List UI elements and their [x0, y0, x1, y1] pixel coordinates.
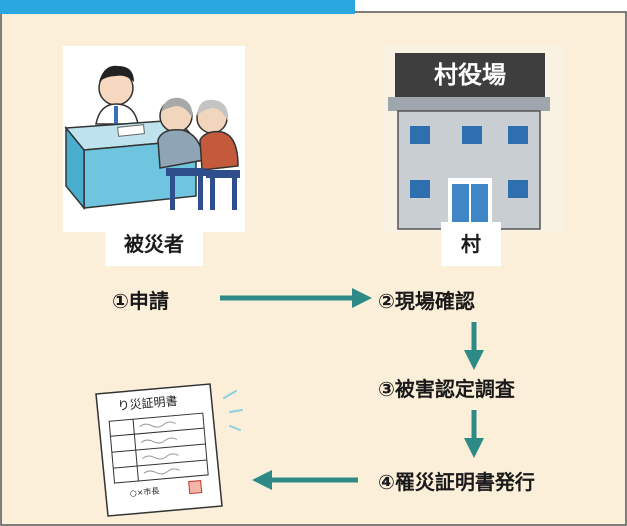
- victim-illustration: [63, 46, 245, 232]
- village-label: 村: [441, 222, 501, 266]
- header-bar: [0, 0, 355, 14]
- certificate-footer: ○×市長: [129, 485, 159, 498]
- step-apply: ①申請: [112, 289, 169, 313]
- step-certificate-issue: ④罹災証明書発行: [378, 470, 535, 494]
- victim-label: 被災者: [105, 222, 203, 266]
- sparkle-marks: [223, 390, 243, 431]
- certificate-document: り災証明書 ○×市長: [95, 383, 223, 517]
- village-office-sign: 村役場: [434, 61, 506, 89]
- step-site-check: ②現場確認: [378, 289, 475, 313]
- certificate-title: り災証明書: [117, 394, 178, 413]
- village-office-illustration: [383, 46, 565, 232]
- step-damage-survey: ③被害認定調査: [378, 377, 515, 401]
